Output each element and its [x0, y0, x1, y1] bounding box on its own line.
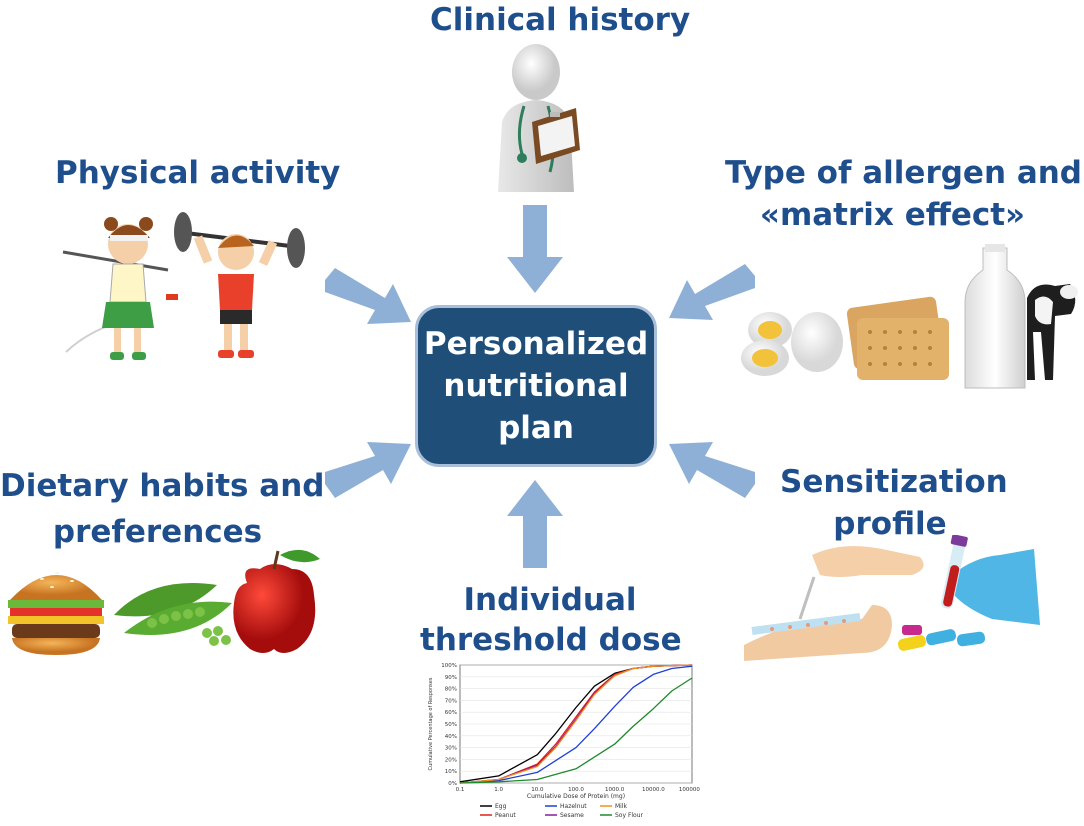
sensitization-title-line1: Sensitization [780, 464, 1008, 500]
physical-activity-title: Physical activity [55, 155, 341, 191]
chart-x-tick-label: 100.0 [568, 787, 584, 793]
chart-x-axis-label: Cumulative Dose of Protein (mg) [527, 793, 625, 800]
arrow-upper-right [669, 264, 755, 320]
dietary-title-line2: preferences [52, 514, 263, 550]
chart-x-tick-label: 10000.0 [642, 787, 665, 793]
chart-y-tick-label: 0% [448, 781, 457, 787]
chart-y-tick-label: 50% [445, 722, 457, 728]
arrow-upper-left [325, 268, 411, 324]
doctor-figure [498, 44, 580, 192]
center-line-2: nutritional [443, 368, 629, 404]
chart-series-line-soy-flour [459, 677, 693, 784]
chart-legend-label: Peanut [495, 812, 516, 819]
chart-y-tick-label: 80% [445, 687, 457, 693]
center-line-3: plan [498, 410, 574, 446]
threshold-title-line1: Individual [463, 582, 637, 618]
dietary-title-line1: Dietary habits and [0, 468, 325, 504]
chart-y-tick-label: 40% [445, 734, 457, 740]
dietary-foods-illustration [8, 549, 320, 655]
chart-x-tick-label: 1000.0 [605, 787, 625, 793]
threshold-dose-chart: 0% 10% 20% 30% 40% 50% 60% 70% 80% 90% 100% 0.1 1.0… [428, 663, 700, 819]
chart-x-tick-label: 10.0 [531, 787, 544, 793]
sensitization-title-line2: profile [833, 506, 947, 542]
chart-legend-label: Hazelnut [560, 803, 587, 810]
chart-y-tick-label: 60% [445, 710, 457, 716]
chart-y-tick-label: 20% [445, 757, 457, 763]
chart-y-axis-label: Cumulative Percentage of Responses [428, 677, 434, 770]
chart-legend-label: Sesame [560, 812, 584, 819]
chart-y-tick-label: 90% [445, 675, 457, 681]
arrow-lower-right [669, 442, 755, 498]
chart-series-line-milk [459, 664, 693, 784]
allergen-title-line1: Type of allergen and [725, 155, 1082, 191]
chart-y-tick-label: 70% [445, 698, 457, 704]
arrow-top [507, 205, 563, 293]
allergen-foods-illustration [741, 244, 1078, 389]
personalized-plan-box: Personalized nutritional plan [415, 305, 657, 467]
sensitization-test-illustration [744, 535, 1040, 661]
chart-legend-label: Soy Flour [615, 812, 644, 819]
chart-x-tick-label: 1.0 [494, 787, 503, 793]
chart-y-tick-label: 10% [445, 769, 457, 775]
chart-legend-label: Milk [615, 803, 628, 810]
allergen-title-line2: «matrix effect» [759, 197, 1026, 233]
chart-x-tick-label: 100000.0 [679, 787, 700, 793]
clinical-history-title: Clinical history [430, 2, 691, 38]
chart-y-tick-label: 100% [441, 663, 457, 669]
chart-series-line-hazelnut [459, 665, 693, 784]
chart-x-tick-label: 0.1 [456, 787, 465, 793]
arrow-bottom [507, 480, 563, 568]
chart-y-tick-label: 30% [445, 746, 457, 752]
arrow-lower-left [325, 442, 411, 498]
kids-sports-illustration [62, 212, 305, 360]
center-line-1: Personalized [423, 326, 649, 362]
threshold-title-line2: threshold dose [420, 622, 682, 658]
chart-legend-label: Egg [495, 803, 507, 810]
